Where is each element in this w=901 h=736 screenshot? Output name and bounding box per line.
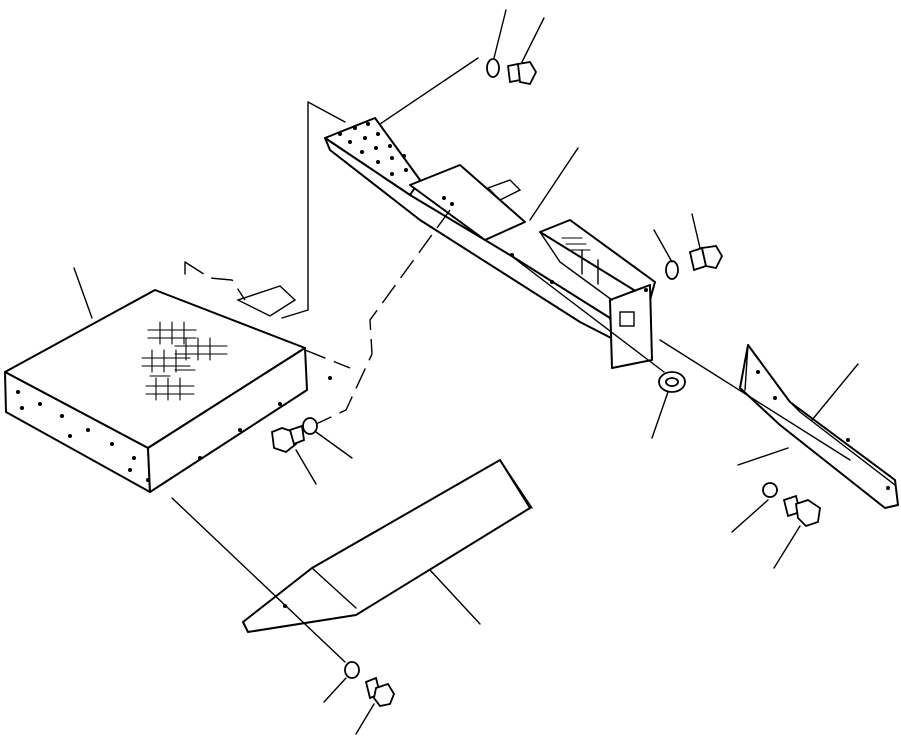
washer-5	[344, 661, 360, 679]
platform-box-side	[147, 347, 308, 493]
platform-box-holes	[16, 376, 332, 482]
bracket-arm-top	[409, 164, 526, 241]
leader-lines	[73, 9, 859, 735]
box-bracket	[184, 261, 297, 317]
non-slip-pattern	[141, 321, 228, 401]
washer-1	[486, 58, 500, 78]
assembly-lines	[171, 57, 851, 663]
plate-perforations	[338, 122, 408, 176]
bracket-texture	[561, 237, 591, 251]
washer-4	[762, 482, 778, 498]
bolt-2	[688, 245, 724, 272]
cover-plate-folds	[311, 459, 533, 609]
washer-3	[302, 417, 318, 435]
bolt-4	[782, 494, 821, 528]
end-bracket-edges	[744, 344, 896, 486]
end-bracket-holes	[756, 370, 890, 490]
bolt-1	[507, 61, 538, 86]
end-bracket	[739, 344, 899, 509]
spacer	[658, 371, 686, 393]
box-side-hidden	[304, 349, 351, 369]
bracket-block-ribs	[539, 231, 613, 301]
bracket-tab	[486, 179, 522, 201]
mounting-bracket	[324, 117, 656, 369]
bracket-slot	[619, 311, 635, 327]
box-bracket-hidden	[184, 261, 246, 301]
platform-box	[4, 261, 351, 493]
bolt-5	[364, 676, 396, 707]
bolt-3	[271, 424, 305, 454]
washer-2	[665, 260, 679, 280]
